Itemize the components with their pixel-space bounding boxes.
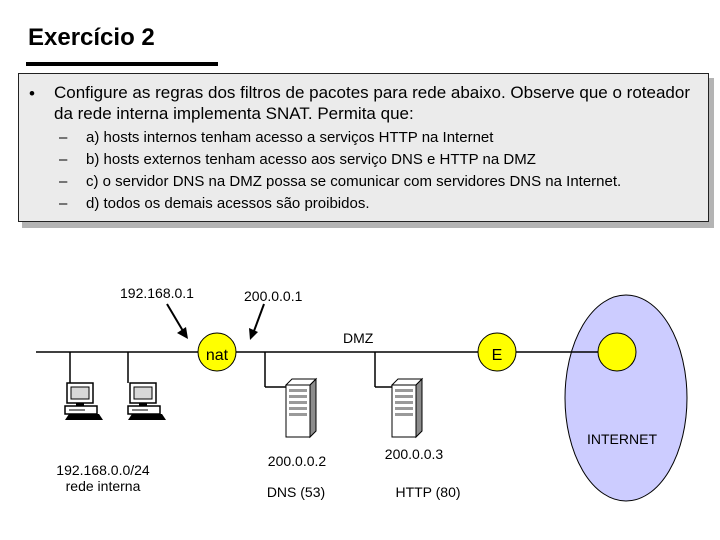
dmz-label: DMZ xyxy=(343,330,374,346)
requirement-text: b) hosts externos tenham acesso aos serv… xyxy=(86,151,536,168)
http-server-ip: 200.0.0.3 xyxy=(385,446,444,462)
dash-marker: – xyxy=(59,195,68,212)
internal-network-address: 192.168.0.0/24 xyxy=(56,462,150,478)
http-server-service: HTTP (80) xyxy=(395,484,460,500)
requirement-item-b: – b) hosts externos tenham acesso aos ser… xyxy=(59,149,621,171)
requirement-text: d) todos os demais acessos são proibidos… xyxy=(86,195,370,212)
dash-marker: – xyxy=(59,151,68,168)
nat-ip-external: 200.0.0.1 xyxy=(244,288,303,304)
internal-network-label: rede interna xyxy=(66,478,141,494)
nat-ip-internal: 192.168.0.1 xyxy=(120,285,194,301)
internal-host-1-icon xyxy=(64,382,104,421)
dash-marker: – xyxy=(59,173,68,190)
router-e-label: E xyxy=(492,347,503,364)
requirement-item-c: – c) o servidor DNS na DMZ possa se comun… xyxy=(59,171,621,193)
slide-title: Exercício 2 xyxy=(28,24,155,51)
dash-marker: – xyxy=(59,129,68,146)
requirements-list: – a) hosts internos tenham acesso a servi… xyxy=(59,127,621,215)
http-server-icon xyxy=(391,378,423,438)
internet-label: INTERNET xyxy=(587,431,657,447)
nat-router-icon xyxy=(197,332,237,372)
requirement-item-d: – d) todos os demais acessos são proibido… xyxy=(59,193,621,215)
nat-label: nat xyxy=(206,347,229,364)
task-intro: Configure as regras dos filtros de pacot… xyxy=(54,83,690,123)
internet-cloud xyxy=(564,294,688,502)
dns-server-icon xyxy=(285,378,317,438)
dns-server-service: DNS (53) xyxy=(267,484,325,500)
requirement-text: c) o servidor DNS na DMZ possa se comuni… xyxy=(86,173,622,190)
dns-server-ip: 200.0.0.2 xyxy=(268,453,327,469)
internal-host-2-icon xyxy=(127,382,167,421)
task-panel: • Configure as regras dos filtros de pac… xyxy=(18,73,709,222)
arrow-external-ip-icon xyxy=(249,303,265,340)
requirement-item-a: – a) hosts internos tenham acesso a servi… xyxy=(59,127,621,149)
internet-router-icon xyxy=(597,332,637,372)
arrow-internal-ip-icon xyxy=(166,303,188,339)
requirement-text: a) hosts internos tenham acesso a serviç… xyxy=(86,129,494,146)
title-underline xyxy=(26,62,218,66)
bullet-marker: • xyxy=(29,84,35,103)
router-e-icon xyxy=(477,332,517,372)
